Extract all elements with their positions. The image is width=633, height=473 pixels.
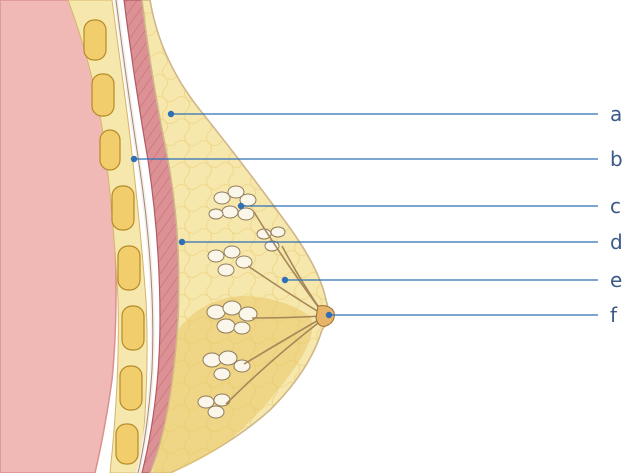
callout-label-a: a <box>610 102 622 126</box>
callout-label-c: c <box>610 194 621 218</box>
leader-dot-f <box>326 312 331 317</box>
callout-label-f: f <box>610 303 618 327</box>
leader-dot-e <box>282 277 287 282</box>
callout-label-e: e <box>610 268 622 292</box>
callout-label-b: b <box>610 147 623 171</box>
callout-labels: a b c d e f <box>610 102 623 327</box>
leader-dot-b <box>131 156 136 161</box>
leader-dot-c <box>238 203 243 208</box>
callout-label-d: d <box>610 230 623 254</box>
leader-dot-a <box>168 111 173 116</box>
leader-dot-d <box>179 239 184 244</box>
